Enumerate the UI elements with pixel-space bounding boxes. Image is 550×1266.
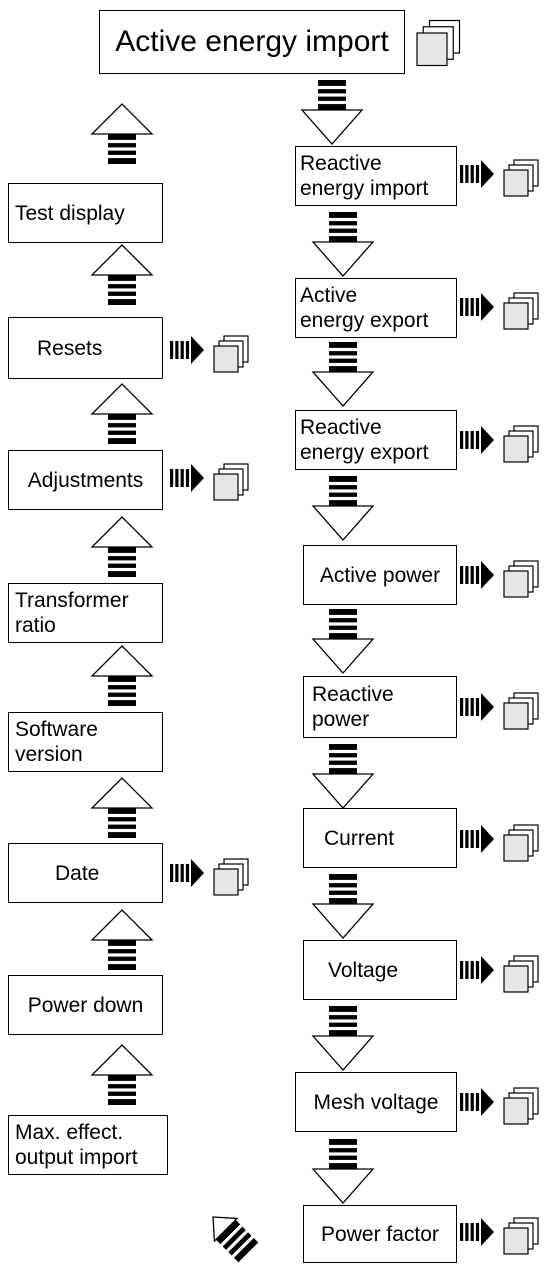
box-label: Resets xyxy=(37,336,103,360)
pages-detail-arrow-icon xyxy=(460,1217,539,1255)
box-active-energy-export: Active energy export xyxy=(295,278,457,338)
box-label: Software version xyxy=(15,718,98,766)
box-label: Max. effect. output import xyxy=(15,1121,138,1169)
pages-detail-arrow-icon xyxy=(460,955,539,993)
box-transformer-ratio: Transformer ratio xyxy=(8,583,163,643)
box-label: Active power xyxy=(319,563,441,587)
down-arrow xyxy=(311,476,375,541)
box-label: Power factor xyxy=(321,1222,439,1246)
down-arrow xyxy=(311,1006,375,1071)
box-date: Date xyxy=(8,843,163,903)
box-power-factor: Power factor xyxy=(303,1205,457,1263)
up-arrow xyxy=(90,383,154,444)
down-arrow xyxy=(311,609,375,674)
up-arrow xyxy=(90,645,154,706)
diagonal-return-arrow xyxy=(212,1216,259,1263)
up-arrow xyxy=(90,516,154,577)
pages-icon xyxy=(416,19,461,67)
box-software-version: Software version xyxy=(8,712,163,772)
box-label: Test display xyxy=(15,201,125,225)
box-reactive-power: Reactive power xyxy=(303,676,457,738)
box-test-display: Test display xyxy=(8,183,163,243)
down-arrow xyxy=(311,744,375,809)
box-label: Active energy export xyxy=(300,284,429,332)
box-voltage: Voltage xyxy=(303,940,457,1000)
pages-detail-arrow-icon xyxy=(460,425,539,463)
down-arrow xyxy=(300,80,364,145)
box-label: Transformer ratio xyxy=(15,589,129,637)
box-current: Current xyxy=(303,808,457,868)
box-active-energy-import: Active energy import xyxy=(99,10,405,74)
down-arrow xyxy=(311,874,375,939)
box-adjustments: Adjustments xyxy=(8,450,163,510)
box-label: Active energy import xyxy=(115,25,389,58)
box-active-power: Active power xyxy=(303,545,457,605)
up-arrow xyxy=(90,103,154,164)
box-label: Reactive energy export xyxy=(300,416,429,464)
box-max-effect-output-import: Max. effect. output import xyxy=(8,1115,168,1175)
pages-detail-arrow-icon xyxy=(460,824,539,862)
down-arrow xyxy=(311,1139,375,1204)
box-mesh-voltage: Mesh voltage xyxy=(295,1072,457,1132)
box-label: Current xyxy=(324,826,395,850)
up-arrow xyxy=(90,777,154,838)
pages-detail-arrow-icon xyxy=(460,560,539,598)
box-label: Reactive energy import xyxy=(300,152,429,200)
box-label: Voltage xyxy=(328,958,399,982)
up-arrow xyxy=(90,244,154,305)
pages-detail-arrow-icon xyxy=(170,335,249,373)
pages-detail-arrow-icon xyxy=(460,1087,539,1125)
pages-detail-arrow-icon xyxy=(460,159,539,197)
box-label: Adjustments xyxy=(27,468,144,492)
down-arrow xyxy=(311,212,375,277)
box-label: Mesh voltage xyxy=(313,1090,439,1114)
box-label: Reactive power xyxy=(312,683,394,731)
box-resets: Resets xyxy=(8,317,163,379)
box-power-down: Power down xyxy=(8,975,163,1035)
pages-detail-arrow-icon xyxy=(170,463,249,501)
box-label: Power down xyxy=(27,993,144,1017)
box-label: Date xyxy=(55,861,100,885)
pages-detail-arrow-icon xyxy=(170,858,249,896)
box-reactive-energy-export: Reactive energy export xyxy=(295,410,457,470)
up-arrow xyxy=(90,1044,154,1105)
up-arrow xyxy=(90,909,154,970)
down-arrow xyxy=(311,342,375,407)
box-reactive-energy-import: Reactive energy import xyxy=(295,146,457,206)
pages-detail-arrow-icon xyxy=(460,292,539,330)
pages-detail-arrow-icon xyxy=(460,692,539,730)
